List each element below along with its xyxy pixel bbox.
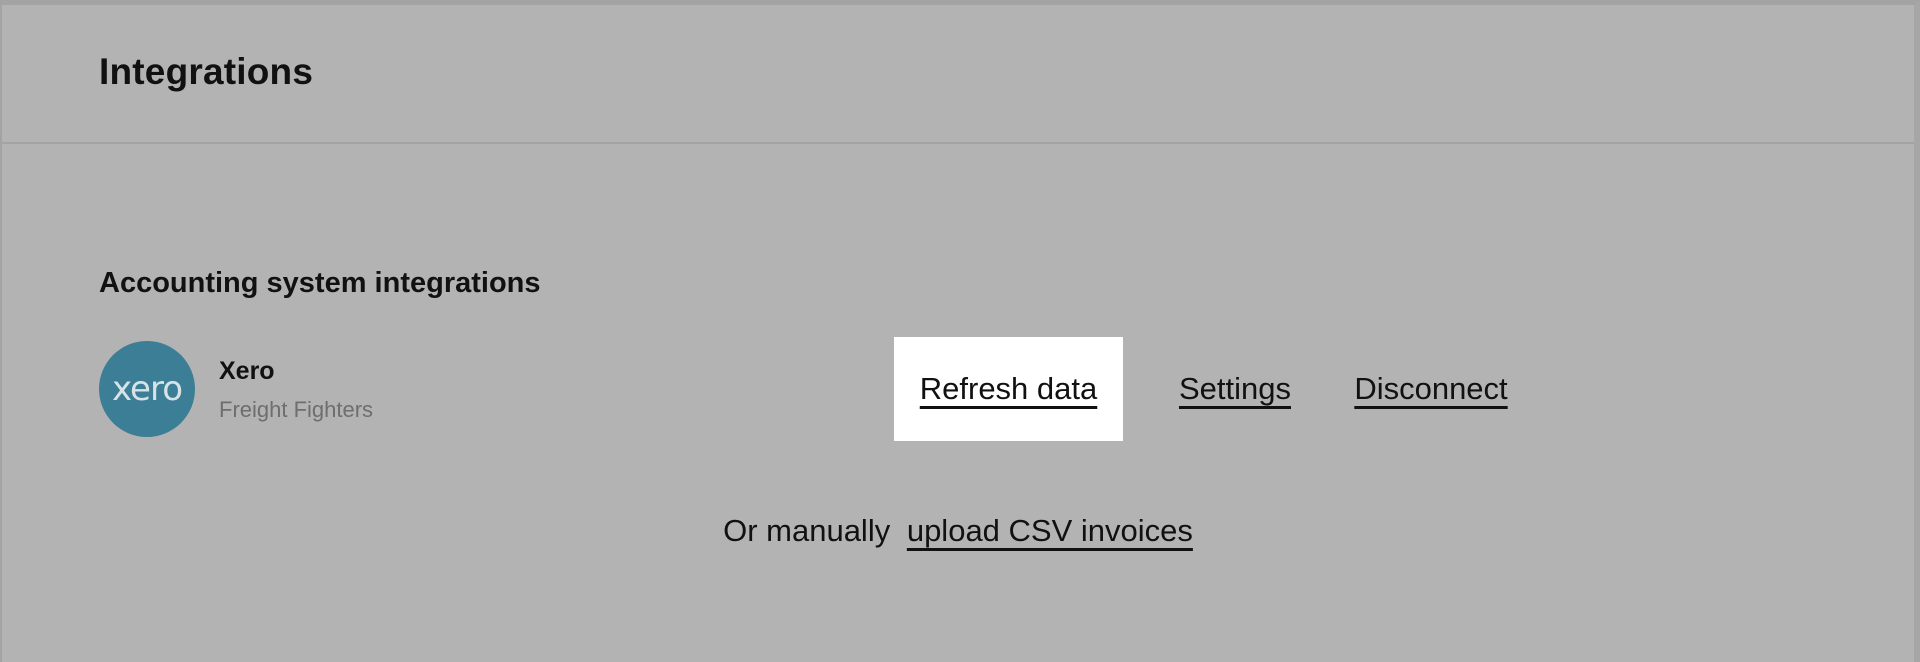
section-title: Accounting system integrations [99,267,541,299]
xero-logo-icon: xero [99,341,195,437]
page-title: Integrations [99,51,314,92]
manual-upload-prefix: Or manually [723,513,891,548]
disconnect-link[interactable]: Disconnect [1354,371,1508,406]
upload-csv-invoices-link[interactable]: upload CSV invoices [906,513,1193,548]
settings-link[interactable]: Settings [1178,371,1291,406]
manual-upload-line: Or manually upload CSV invoices [2,513,1914,549]
integration-name: Xero [219,357,275,385]
page-header: Integrations [2,5,1914,144]
integration-row-xero: xero Xero Freight Fighters Refresh data … [99,337,1914,441]
refresh-data-link[interactable]: Refresh data [894,337,1123,441]
xero-logo-text: xero [111,369,183,409]
integration-organisation: Freight Fighters [219,397,374,422]
